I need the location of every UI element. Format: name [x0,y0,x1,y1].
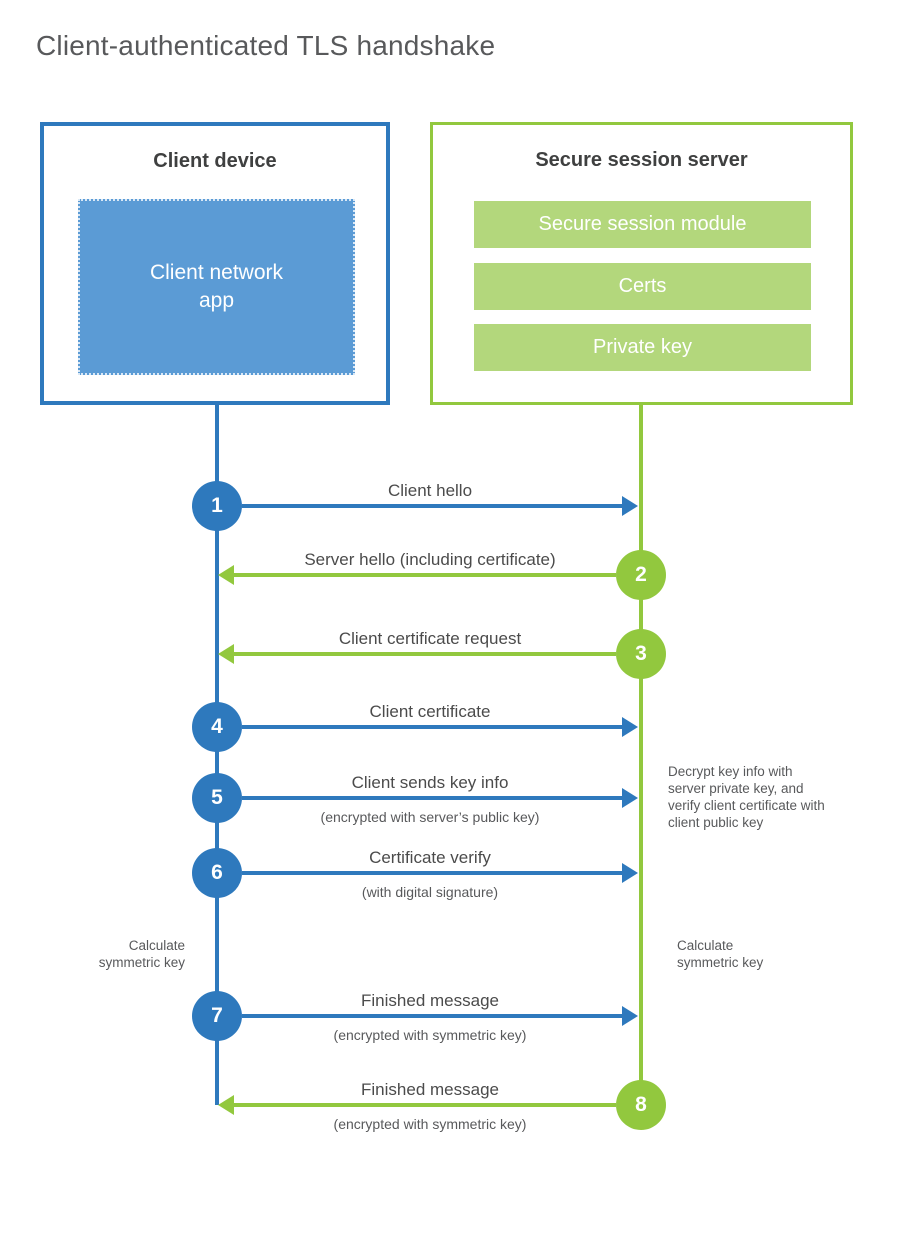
client-lifeline [215,405,219,1105]
step-badge-8: 8 [616,1080,666,1130]
message-label-client-sends-key-info: Client sends key info [351,773,509,792]
arrow-client-sends-key-info [242,788,638,808]
message-sublabel-encrypted-symmetric-key-client: (encrypted with symmetric key) [333,1027,527,1043]
message-label-client-certificate-request: Client certificate request [338,629,522,648]
step-badge-2: 2 [616,550,666,600]
secure-session-server-box: Secure session server Secure session mod… [430,122,853,405]
note-decrypt-key-info: Decrypt key info with server private key… [668,764,825,830]
step-badge-6: 6 [192,848,242,898]
client-device-title: Client device [153,150,277,172]
arrow-server-hello [218,565,616,585]
server-module-certs: Certs [474,263,811,310]
step-badge-3: 3 [616,629,666,679]
client-network-app-box: Client network app [78,199,355,375]
message-label-client-hello: Client hello [387,481,473,500]
message-sublabel-encrypted-symmetric-key-server: (encrypted with symmetric key) [333,1116,527,1132]
server-module-private-key: Private key [474,324,811,371]
step-badge-4: 4 [192,702,242,752]
step-badge-7: 7 [192,991,242,1041]
page-title: Client-authenticated TLS handshake [36,30,496,61]
message-label-server-hello: Server hello (including certificate) [304,550,556,569]
message-label-client-certificate: Client certificate [369,702,491,721]
note-calculate-symmetric-key-client: Calculate symmetric key [98,938,185,970]
server-module-secure-session: Secure session module [474,201,811,248]
arrow-certificate-verify [242,863,638,883]
server-lifeline [639,405,643,1105]
message-label-certificate-verify: Certificate verify [369,848,491,867]
arrow-finished-message-server [218,1095,616,1115]
message-label-finished-message-client: Finished message [361,991,499,1010]
arrow-client-hello [242,496,638,516]
arrow-client-certificate-request [218,644,616,664]
note-calculate-symmetric-key-server: Calculate symmetric key [677,938,764,970]
step-badge-1: 1 [192,481,242,531]
secure-session-server-title: Secure session server [535,149,748,171]
message-label-finished-message-server: Finished message [361,1080,499,1099]
step-badge-5: 5 [192,773,242,823]
message-sublabel-digital-signature: (with digital signature) [361,884,499,900]
arrow-client-certificate [242,717,638,737]
client-network-app-label: Client network app [149,261,284,312]
client-device-box: Client device Client network app [40,122,390,405]
arrow-finished-message-client [242,1006,638,1026]
message-sublabel-encrypted-server-public-key: (encrypted with server’s public key) [320,809,540,825]
